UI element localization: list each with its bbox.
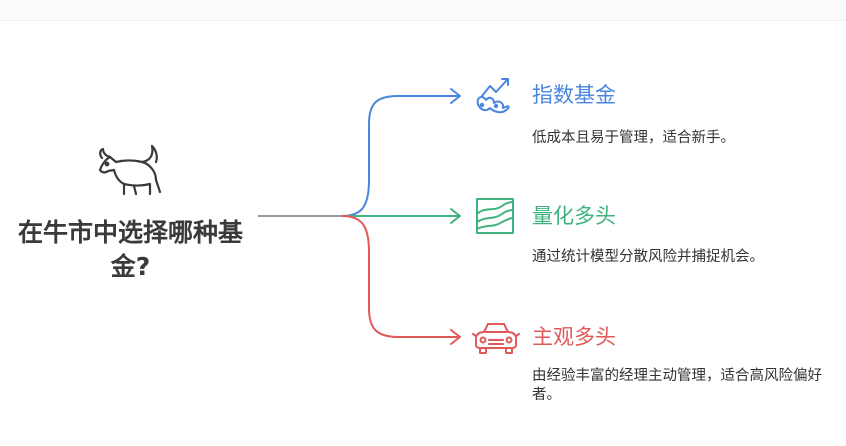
bull-icon bbox=[98, 144, 162, 196]
area-graph-icon bbox=[476, 198, 514, 234]
branch-title-quant-long: 量化多头 bbox=[532, 204, 616, 228]
arrow-quant-long bbox=[450, 208, 461, 224]
arrow-index-fund bbox=[450, 88, 461, 104]
branch-desc-index-fund: 低成本且易于管理，适合新手。 bbox=[532, 130, 735, 146]
trend-chart-icon bbox=[476, 78, 510, 114]
connector-index-fund bbox=[341, 95, 460, 217]
branch-title-index-fund: 指数基金 bbox=[532, 83, 616, 107]
arrow-active-long bbox=[450, 329, 461, 345]
branch-title-active-long: 主观多头 bbox=[532, 325, 616, 349]
branch-desc-active-long: 由经验丰富的经理主动管理，适合高风险偏好者。 bbox=[532, 368, 822, 403]
root-topic-title: 在牛市中选择哪种基金? bbox=[17, 218, 243, 281]
car-icon bbox=[472, 323, 520, 354]
top-toolbar-strip bbox=[0, 0, 846, 21]
branch-desc-quant-long: 通过统计模型分散风险并捕捉机会。 bbox=[532, 249, 764, 265]
connector-active-long bbox=[341, 215, 460, 338]
